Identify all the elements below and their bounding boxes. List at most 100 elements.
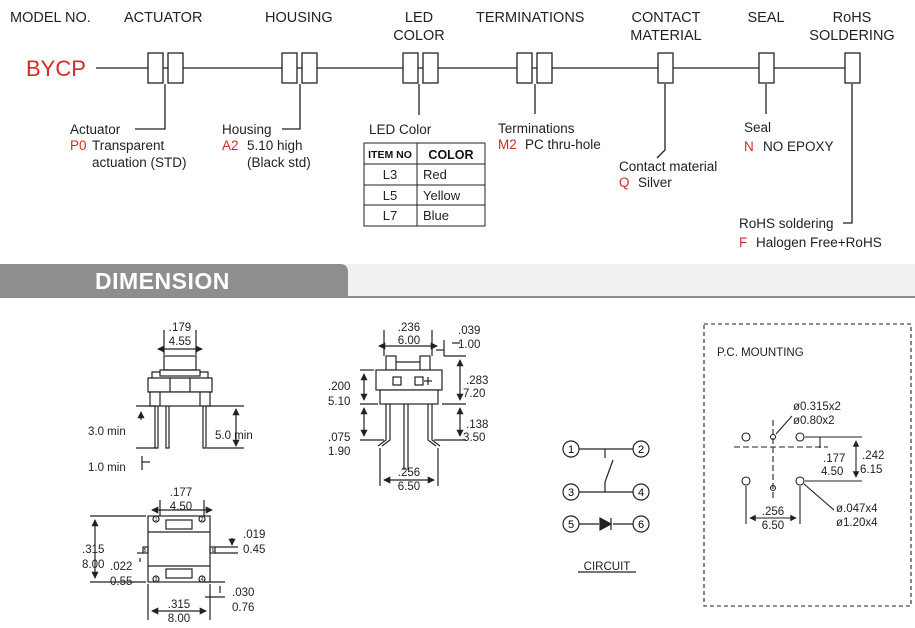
option-rohs: RoHS soldering F Halogen Free+RoHS (739, 216, 882, 250)
dim-label: 0.55 (110, 576, 132, 588)
pin-number: 6 (212, 548, 215, 554)
circuit-pin: 2 (638, 444, 644, 456)
dim-label: .030 (232, 587, 254, 599)
bottom-view-drawing (90, 500, 238, 620)
bottom-view-dims: .177 4.50 .315 8.00 .022 0.55 .019 0.45 … (82, 487, 265, 625)
side-view-dims: .236 6.00 .039 1.00 .200 5.10 .075 1.90 … (328, 322, 488, 493)
dim-label: 7.20 (463, 388, 485, 400)
dim-label: .242 (862, 450, 884, 462)
circuit-pin: 6 (638, 519, 644, 531)
led-table-header-color: COLOR (428, 148, 473, 162)
dim-label: .019 (243, 529, 265, 541)
header-led-line1: LED (405, 10, 433, 26)
actuator-title: Actuator (70, 122, 121, 137)
dim-label: 5.0 min (215, 430, 253, 442)
rohs-text: Halogen Free+RoHS (756, 235, 882, 250)
code-box-contact (657, 52, 674, 84)
dim-label: 8.00 (168, 613, 190, 625)
dim-label: 0.45 (243, 544, 265, 556)
dim-label: 6.00 (398, 335, 420, 347)
dim-label: 6.50 (398, 481, 420, 493)
dim-label: .256 (398, 467, 420, 479)
column-headers: MODEL NO. ACTUATOR HOUSING LED COLOR TER… (10, 10, 895, 44)
housing-code: A2 (222, 138, 239, 153)
dim-label: 6.15 (860, 464, 882, 476)
header-housing: HOUSING (265, 10, 333, 26)
front-view-dims: .179 4.55 3.0 min 5.0 min 1.0 min (88, 322, 253, 474)
circuit-pin: 4 (638, 487, 644, 499)
actuator-code: P0 (70, 138, 87, 153)
dim-label: .177 (170, 487, 192, 499)
led-table-cell: Red (423, 167, 447, 182)
code-box-actuator-1 (147, 52, 164, 84)
dim-label: .315 (82, 544, 104, 556)
option-terminations: Terminations M2 PC thru-hole (498, 121, 601, 152)
dim-label: ø0.80x2 (793, 415, 835, 427)
header-seal: SEAL (747, 10, 784, 26)
header-led-line2: COLOR (393, 28, 445, 44)
housing-text-1: 5.10 high (247, 138, 303, 153)
pc-mounting-drawing (703, 323, 912, 607)
code-box-housing-1 (281, 52, 298, 84)
dim-label: 3.50 (463, 432, 485, 444)
dim-label: 0.76 (232, 602, 254, 614)
contact-title: Contact material (619, 159, 717, 174)
dim-label: .138 (466, 419, 488, 431)
terminations-code: M2 (498, 137, 517, 152)
led-table-cell: L7 (383, 208, 397, 223)
circuit-diagram (562, 440, 650, 573)
code-box-housing-2 (301, 52, 318, 84)
code-box-led-1 (402, 52, 419, 84)
option-led: LED Color ITEM NO COLOR L3 Red L5 Yellow… (363, 122, 486, 227)
code-box-actuator-2 (167, 52, 184, 84)
dimension-band: DIMENSION (0, 264, 915, 298)
option-seal: Seal N NO EPOXY (744, 120, 834, 154)
dim-label: ø1.20x4 (836, 517, 878, 529)
code-box-seal (758, 52, 775, 84)
code-box-term-1 (516, 52, 533, 84)
housing-text-2: (Black std) (247, 155, 311, 170)
pin-number: 3 (155, 577, 158, 583)
rohs-title: RoHS soldering (739, 216, 834, 231)
code-box-led-2 (422, 52, 439, 84)
seal-text: NO EPOXY (763, 139, 834, 154)
model-code-line: BYCP (26, 52, 861, 224)
circuit-label: CIRCUIT (584, 561, 631, 573)
led-title: LED Color (369, 122, 432, 137)
seal-code: N (744, 139, 754, 154)
dim-label: .022 (110, 561, 132, 573)
dim-label: 4.50 (170, 501, 192, 513)
front-view-drawing (136, 330, 244, 470)
dim-label: 8.00 (82, 559, 104, 571)
dim-label: .177 (823, 453, 845, 465)
dim-label: 4.50 (821, 466, 843, 478)
terminations-title: Terminations (498, 121, 575, 136)
header-rohs-line2: SOLDERING (809, 28, 894, 44)
dim-label: .200 (328, 381, 350, 393)
dim-label: 1.0 min (88, 462, 126, 474)
code-box-rohs (844, 52, 861, 84)
dim-label: ø0.315x2 (793, 401, 841, 413)
code-box-term-2 (536, 52, 553, 84)
side-view-drawing (360, 330, 466, 486)
dim-label: .179 (169, 322, 191, 334)
circuit-labels: 1 2 3 4 5 6 CIRCUIT (568, 444, 644, 573)
led-table-cell: L3 (383, 167, 397, 182)
option-housing: Housing A2 5.10 high (Black std) (222, 122, 311, 170)
led-table-cell: Blue (423, 208, 449, 223)
dim-label: 1.90 (328, 446, 350, 458)
led-table-cell: L5 (383, 188, 397, 203)
header-contact-line1: CONTACT (631, 10, 700, 26)
dim-label: .075 (328, 432, 350, 444)
header-actuator: ACTUATOR (124, 10, 202, 26)
dim-label: 4.55 (169, 336, 191, 348)
pin-number: 4 (201, 577, 204, 583)
dim-label: 6.50 (762, 520, 784, 532)
rohs-code: F (739, 235, 747, 250)
dim-label: .039 (458, 325, 480, 337)
pc-mounting-labels: P.C. MOUNTING ø0.315x2 ø0.80x2 .242 6.15… (717, 347, 884, 532)
model-prefix: BYCP (26, 56, 86, 81)
dim-label: 5.10 (328, 396, 350, 408)
circuit-pin: 5 (568, 519, 574, 531)
